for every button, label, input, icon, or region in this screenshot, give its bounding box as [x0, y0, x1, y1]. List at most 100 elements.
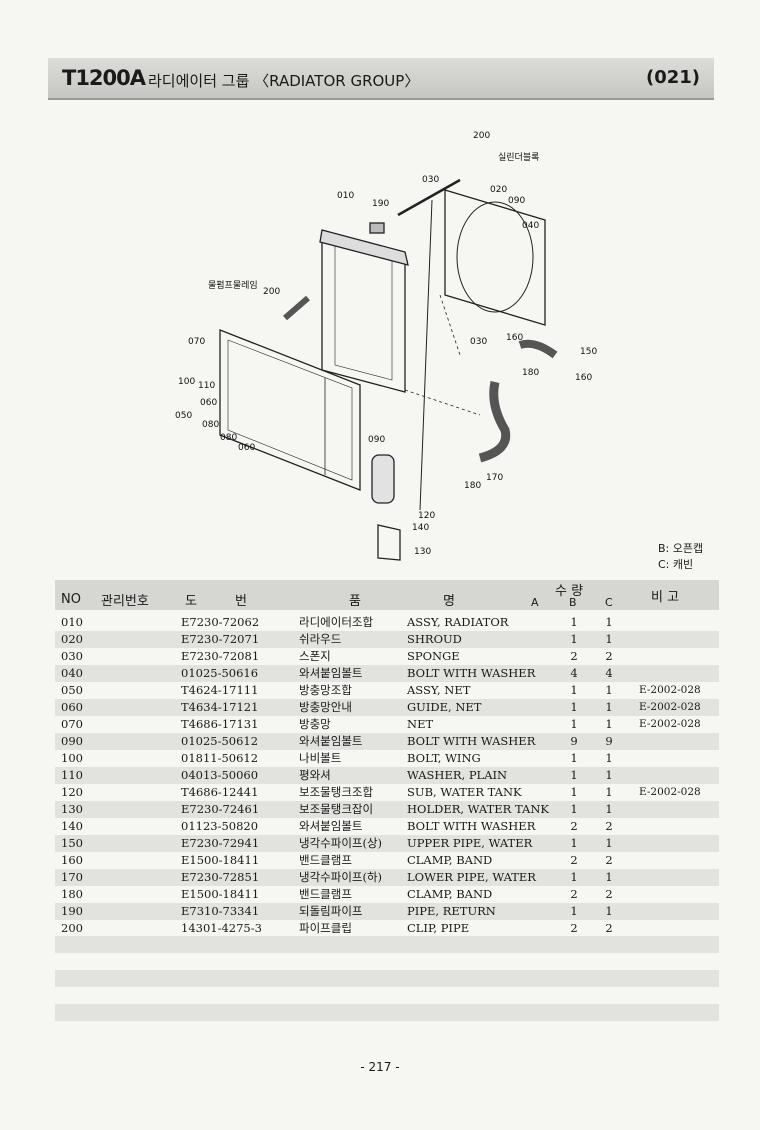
header-quantity: 수 량 — [555, 584, 584, 599]
cell-no: 060 — [61, 700, 83, 714]
svg-text:060: 060 — [238, 443, 255, 453]
cell-part: E1500-18411 — [181, 853, 260, 867]
cell-en: BOLT WITH WASHER — [407, 734, 536, 748]
cell-c: 1 — [605, 904, 613, 918]
cell-c: 1 — [605, 615, 613, 629]
header-qty-c: C — [605, 596, 613, 609]
svg-text:100: 100 — [178, 377, 195, 387]
cell-b: 1 — [570, 836, 578, 850]
cell-kr: 밴드클램프 — [299, 887, 352, 901]
cell-en: SUB, WATER TANK — [407, 785, 522, 799]
cell-kr: 파이프클립 — [299, 921, 352, 935]
cell-no: 110 — [61, 768, 83, 782]
svg-text:030: 030 — [470, 337, 487, 347]
cell-c: 1 — [605, 717, 613, 731]
cell-c: 4 — [605, 666, 613, 680]
cell-part: 01025-50612 — [181, 734, 259, 748]
cell-en: GUIDE, NET — [407, 700, 482, 714]
cell-no: 160 — [61, 853, 83, 867]
svg-text:140: 140 — [412, 523, 429, 533]
cell-en: SPONGE — [407, 649, 460, 663]
cell-no: 030 — [61, 649, 83, 663]
cell-rem: E-2002-028 — [639, 786, 701, 798]
header-name-1: 품 — [349, 594, 361, 609]
cell-no: 010 — [61, 615, 83, 629]
section-header: T1200A 라디에이터 그룹 〈RADIATOR GROUP〉 (021) — [48, 58, 714, 100]
cell-part: 01811-50612 — [181, 751, 259, 765]
cell-b: 1 — [570, 615, 578, 629]
cell-part: T4686-17131 — [181, 717, 259, 731]
svg-text:080: 080 — [220, 433, 237, 443]
table-row-empty — [55, 970, 719, 987]
cell-no: 140 — [61, 819, 83, 833]
cell-no: 020 — [61, 632, 83, 646]
header-qty-a: A — [531, 596, 539, 609]
cell-kr: 냉각수파이프(상) — [299, 836, 383, 850]
cell-c: 9 — [605, 734, 613, 748]
cell-b: 1 — [570, 632, 578, 646]
cell-en: LOWER PIPE, WATER — [407, 870, 536, 884]
cell-b: 2 — [570, 853, 578, 867]
svg-text:070: 070 — [188, 337, 205, 347]
cell-en: NET — [407, 717, 434, 731]
cell-kr: 보조물탱크잡이 — [299, 802, 374, 816]
cell-b: 2 — [570, 921, 578, 935]
cell-c: 2 — [605, 921, 613, 935]
svg-text:200: 200 — [263, 287, 280, 297]
cell-b: 1 — [570, 717, 578, 731]
cell-c: 1 — [605, 700, 613, 714]
water-pump-annotation: 물펌프물레임 — [208, 279, 258, 291]
cell-kr: 라디에이터조합 — [299, 615, 374, 629]
cell-no: 070 — [61, 717, 83, 731]
cell-rem: E-2002-028 — [639, 718, 701, 730]
cell-b: 1 — [570, 700, 578, 714]
cell-b: 1 — [570, 683, 578, 697]
svg-text:190: 190 — [372, 199, 389, 209]
svg-text:170: 170 — [486, 473, 503, 483]
cell-no: 120 — [61, 785, 83, 799]
svg-text:110: 110 — [198, 381, 215, 391]
table-row-empty — [55, 936, 719, 953]
cell-part: E7230-72071 — [181, 632, 260, 646]
header-name-2: 명 — [443, 594, 455, 609]
header-drawing-2: 번 — [235, 594, 247, 609]
cell-c: 1 — [605, 768, 613, 782]
cell-en: BOLT WITH WASHER — [407, 666, 536, 680]
svg-text:160: 160 — [506, 333, 523, 343]
legend-c: C: 캐빈 — [658, 558, 694, 571]
cell-no: 130 — [61, 802, 83, 816]
cell-kr: 나비볼트 — [299, 751, 342, 765]
cell-no: 200 — [61, 921, 83, 935]
cell-c: 1 — [605, 751, 613, 765]
cell-part: E7230-72062 — [181, 615, 260, 629]
cell-no: 180 — [61, 887, 83, 901]
svg-text:030: 030 — [422, 175, 439, 185]
cell-kr: 쉬라우드 — [299, 632, 342, 646]
cell-kr: 와셔붙임볼트 — [299, 666, 363, 680]
cell-kr: 방충망조합 — [299, 683, 352, 697]
cell-c: 2 — [605, 819, 613, 833]
radiator-exploded-diagram: 200 010 190 030 020 090 040 200 070 100 … — [175, 131, 597, 561]
model-code: T1200A — [62, 66, 146, 90]
cell-b: 1 — [570, 802, 578, 816]
cell-en: HOLDER, WATER TANK — [407, 802, 549, 816]
svg-text:150: 150 — [580, 347, 597, 357]
cell-no: 090 — [61, 734, 83, 748]
header-drawing-1: 도 — [185, 594, 197, 609]
cell-b: 2 — [570, 649, 578, 663]
cell-b: 2 — [570, 819, 578, 833]
cell-no: 170 — [61, 870, 83, 884]
